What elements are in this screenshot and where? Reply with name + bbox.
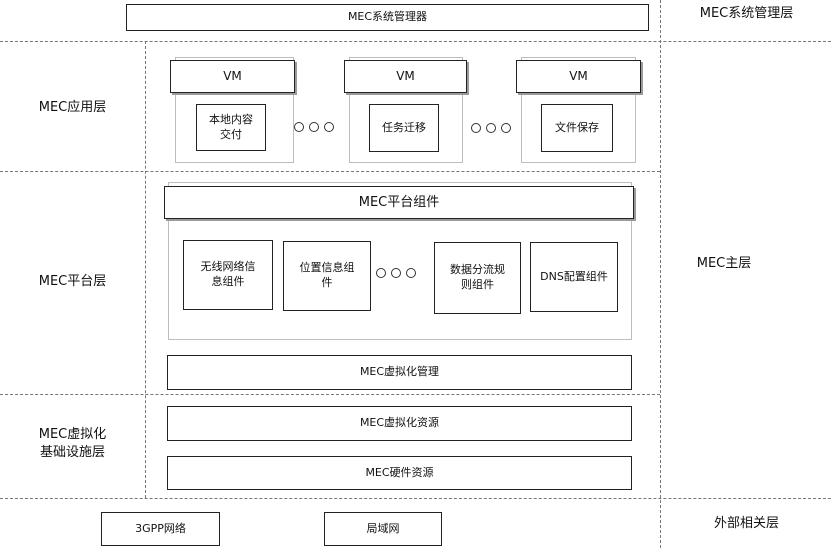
ellipsis-dot — [391, 268, 401, 278]
platform-component-header: MEC平台组件 — [164, 186, 634, 219]
ellipsis-dot — [471, 123, 481, 133]
vm-app-file-storage: 文件保存 — [541, 104, 613, 152]
ellipsis-dot — [376, 268, 386, 278]
vm-header-3: VM — [516, 60, 641, 93]
divider-right-column — [660, 0, 661, 548]
3gpp-network-box: 3GPP网络 — [101, 512, 220, 546]
lan-box: 局域网 — [324, 512, 442, 546]
ellipsis-components — [376, 268, 416, 278]
location-info-component: 位置信息组 件 — [283, 241, 371, 311]
ellipsis-dot — [486, 123, 496, 133]
vm-header-2: VM — [344, 60, 467, 93]
layer-label-virt-infra: MEC虚拟化 基础设施层 — [38, 426, 107, 460]
divider-platform — [0, 394, 660, 395]
layer-label-external: 外部相关层 — [713, 515, 779, 531]
vm-app-task-migration: 任务迁移 — [369, 104, 439, 152]
layer-label-platform: MEC平台层 — [38, 273, 107, 289]
layer-label-host: MEC主层 — [696, 255, 752, 271]
divider-system — [0, 41, 831, 42]
hardware-resources-box: MEC硬件资源 — [167, 456, 632, 490]
layer-label-system-mgmt: MEC系统管理层 — [699, 5, 794, 21]
system-manager-box: MEC系统管理器 — [126, 4, 649, 31]
ellipsis-apps-1 — [294, 122, 334, 132]
ellipsis-dot — [309, 122, 319, 132]
ellipsis-dot — [406, 268, 416, 278]
ellipsis-dot — [324, 122, 334, 132]
divider-host — [0, 498, 831, 499]
ellipsis-dot — [294, 122, 304, 132]
divider-left-column — [145, 41, 146, 498]
divider-app — [0, 171, 660, 172]
vm-app-local-content: 本地内容 交付 — [196, 104, 266, 151]
ellipsis-apps-2 — [471, 123, 511, 133]
vm-header-1: VM — [170, 60, 295, 93]
virtualization-management-box: MEC虚拟化管理 — [167, 355, 632, 390]
dns-config-component: DNS配置组件 — [530, 242, 618, 312]
radio-network-info-component: 无线网络信 息组件 — [183, 240, 273, 310]
ellipsis-dot — [501, 123, 511, 133]
layer-label-app: MEC应用层 — [38, 99, 107, 115]
traffic-rules-component: 数据分流规 则组件 — [434, 242, 521, 314]
virtualization-resources-box: MEC虚拟化资源 — [167, 406, 632, 441]
